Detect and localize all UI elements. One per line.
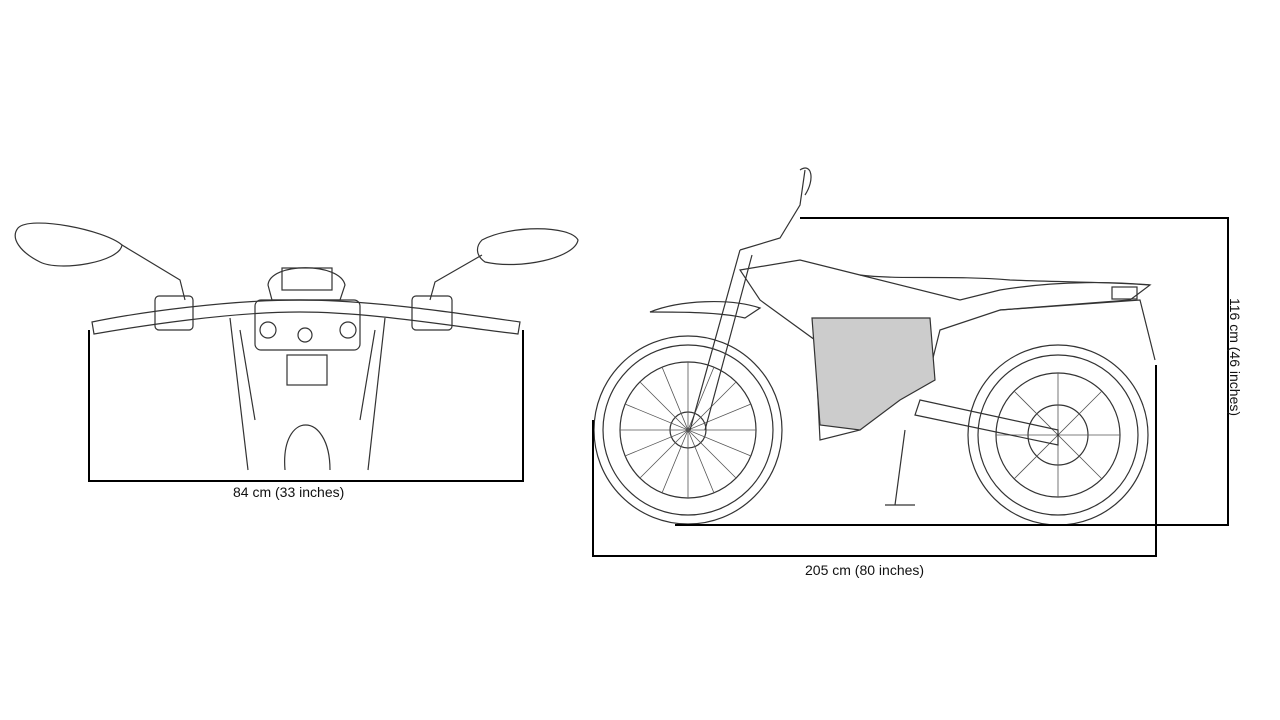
swingarm [914, 399, 1059, 446]
side-view-motorcycle [593, 167, 1156, 526]
side-height-dimension-line [675, 217, 1229, 526]
front-fender [649, 301, 762, 319]
seat [859, 274, 1151, 286]
left-mirror [14, 222, 123, 267]
front-width-label: 84 cm (33 inches) [233, 484, 345, 500]
front-fork [689, 249, 753, 431]
fairing [229, 317, 386, 471]
side-length-label: 205 cm (80 inches) [805, 562, 925, 578]
side-length-dimension-line [592, 365, 1157, 557]
dashboard [267, 267, 346, 301]
handlebar [91, 299, 521, 335]
battery-pack [811, 317, 936, 431]
handlebar-mirror [739, 167, 812, 251]
side-height-label: 116 cm (46 inches) [1227, 298, 1243, 417]
front-view-motorcycle [14, 222, 579, 471]
right-mirror [476, 228, 579, 266]
front-width-dimension-line [88, 330, 524, 482]
